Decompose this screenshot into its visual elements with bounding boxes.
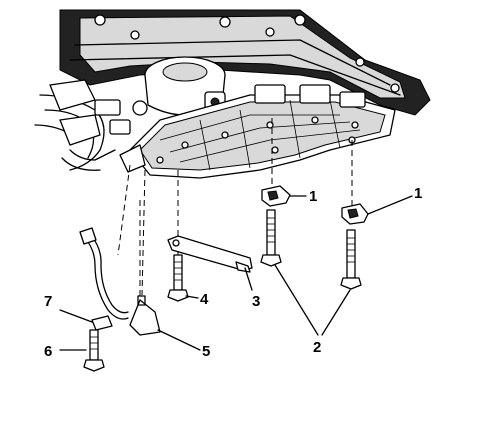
bolt-4 xyxy=(167,254,189,302)
callout-6: 6 xyxy=(44,343,52,360)
leader-lines xyxy=(59,195,413,351)
cooler-tube xyxy=(79,227,129,331)
tube-clip xyxy=(129,200,161,336)
alignment-lines xyxy=(117,118,353,296)
bracket-right xyxy=(341,203,369,225)
callout-1-right: 1 xyxy=(414,185,422,202)
bolt-6 xyxy=(83,329,105,372)
bracket-left xyxy=(261,185,291,207)
callout-5: 5 xyxy=(202,343,210,360)
callout-4: 4 xyxy=(200,291,209,308)
valve-body xyxy=(119,84,396,179)
callout-3: 3 xyxy=(252,293,260,310)
bolt-2-left xyxy=(260,209,282,267)
wiring-harness xyxy=(34,79,148,171)
retainer-bracket xyxy=(167,235,253,273)
callout-7: 7 xyxy=(44,293,52,310)
bolt-2-right xyxy=(340,229,362,290)
callout-1-left: 1 xyxy=(309,188,317,205)
callout-2: 2 xyxy=(313,339,321,356)
filter-boss xyxy=(144,56,226,116)
